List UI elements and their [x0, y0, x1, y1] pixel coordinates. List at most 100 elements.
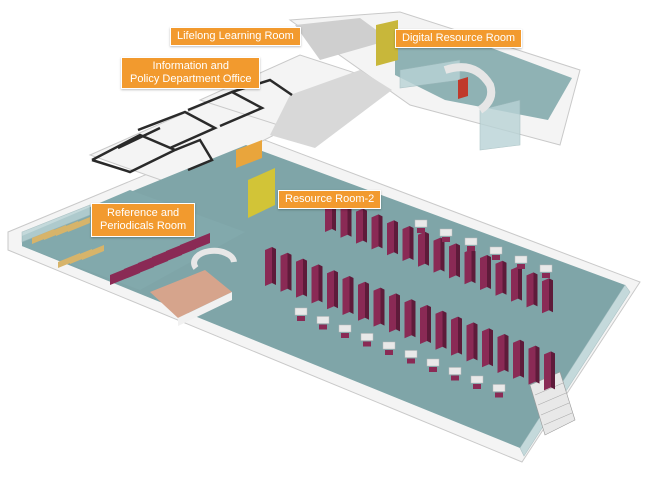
periodicals-rack — [68, 217, 90, 232]
bookshelf-side — [347, 202, 352, 237]
bookshelf-side — [487, 255, 491, 289]
chair — [417, 228, 425, 233]
bookshelf — [528, 345, 536, 385]
chair — [542, 273, 550, 278]
chair — [492, 255, 500, 260]
chair — [385, 350, 393, 355]
label-reference-line2: Periodicals Room — [100, 220, 187, 232]
bookshelf-side — [394, 220, 398, 255]
bookshelf-side — [425, 231, 429, 266]
bookshelf — [402, 226, 410, 261]
bookshelf — [544, 351, 551, 391]
bookshelf — [449, 243, 456, 279]
bookshelf — [371, 214, 379, 250]
bookshelf-side — [303, 258, 307, 297]
reading-desk — [489, 246, 503, 255]
label-info-line1: Information and — [152, 60, 229, 72]
bookshelf — [511, 266, 518, 302]
bookshelf — [296, 258, 303, 298]
reading-desks — [294, 219, 553, 398]
bookshelf-side — [518, 266, 522, 301]
bookshelf-side — [411, 299, 416, 338]
digital-room-desk — [443, 63, 496, 114]
reference-shelf — [180, 233, 210, 255]
bookshelf — [420, 305, 427, 344]
label-digital-resource-room: Digital Resource Room — [395, 29, 523, 48]
reading-desk — [514, 255, 528, 264]
reading-desk — [492, 384, 506, 392]
bookshelves — [265, 197, 555, 391]
bookshelf — [495, 260, 503, 296]
chair — [429, 367, 437, 372]
reading-desk — [439, 228, 453, 237]
corridor — [270, 70, 392, 148]
reading-desk — [404, 350, 418, 358]
reading-desk — [470, 375, 484, 384]
bookshelf — [265, 247, 272, 286]
bookshelf-side — [409, 226, 414, 260]
bookshelf — [327, 270, 334, 310]
bookshelf — [387, 220, 394, 256]
reference-shelves — [110, 233, 210, 285]
bookshelf-side — [365, 281, 369, 320]
bookshelf — [480, 255, 487, 290]
bookshelf-side — [378, 214, 383, 249]
bookshelf-side — [318, 264, 323, 303]
bookshelf — [340, 202, 348, 238]
chair — [319, 324, 327, 330]
bookshelf — [404, 299, 412, 339]
bookshelf — [542, 278, 549, 314]
label-information-policy-office: Information and Policy Department Office — [121, 57, 261, 89]
reading-desk — [294, 307, 308, 316]
reading-desk — [316, 316, 330, 324]
bookshelf-side — [520, 339, 524, 378]
reading-desk — [464, 237, 478, 246]
bookshelf-side — [535, 345, 540, 384]
bookshelf-side — [504, 334, 509, 372]
bookshelf — [451, 316, 458, 356]
bookshelf — [464, 249, 472, 285]
chair — [297, 316, 305, 321]
bookshelf — [311, 264, 319, 304]
bookshelf-side — [471, 249, 476, 284]
bookshelf — [482, 328, 489, 368]
label-lifelong-text: Lifelong Learning Room — [177, 30, 294, 42]
circular-desk — [191, 247, 237, 270]
bookshelf-side — [458, 316, 462, 355]
bookshelf-side — [442, 310, 447, 349]
bookshelf-side — [502, 260, 507, 295]
bookshelf — [497, 334, 505, 373]
bookshelf — [433, 237, 441, 273]
bookshelf — [435, 310, 443, 350]
bookshelf-side — [473, 322, 478, 361]
chair — [442, 237, 450, 242]
chair — [495, 392, 503, 398]
bookshelf-side — [489, 328, 493, 367]
label-lifelong-learning-room: Lifelong Learning Room — [170, 27, 301, 46]
bookshelf — [526, 272, 534, 308]
label-digital-text: Digital Resource Room — [402, 32, 516, 44]
label-reference-line1: Reference and — [107, 207, 180, 219]
bookshelf — [389, 293, 396, 333]
bookshelf-side — [380, 287, 385, 326]
bookshelf — [342, 276, 350, 315]
bookshelf-side — [456, 243, 460, 278]
bookshelf — [373, 287, 381, 327]
bookshelf — [280, 252, 288, 292]
bookshelf — [418, 231, 425, 267]
label-info-line2: Policy Department Office — [130, 73, 252, 85]
chair — [451, 375, 459, 381]
bookshelf-side — [551, 351, 555, 390]
chair — [341, 333, 349, 338]
reading-desk — [338, 324, 352, 333]
reading-desk — [360, 333, 374, 341]
chair — [363, 341, 371, 347]
bookshelf — [513, 339, 520, 379]
periodicals-rack — [82, 245, 104, 260]
reading-desk — [448, 367, 462, 375]
bookshelf-side — [427, 305, 431, 343]
reading-desk — [426, 358, 440, 367]
label-reference-periodicals-room: Reference and Periodicals Room — [91, 203, 196, 237]
lifelong-floor — [295, 18, 390, 60]
entrance-stairs — [150, 270, 232, 326]
